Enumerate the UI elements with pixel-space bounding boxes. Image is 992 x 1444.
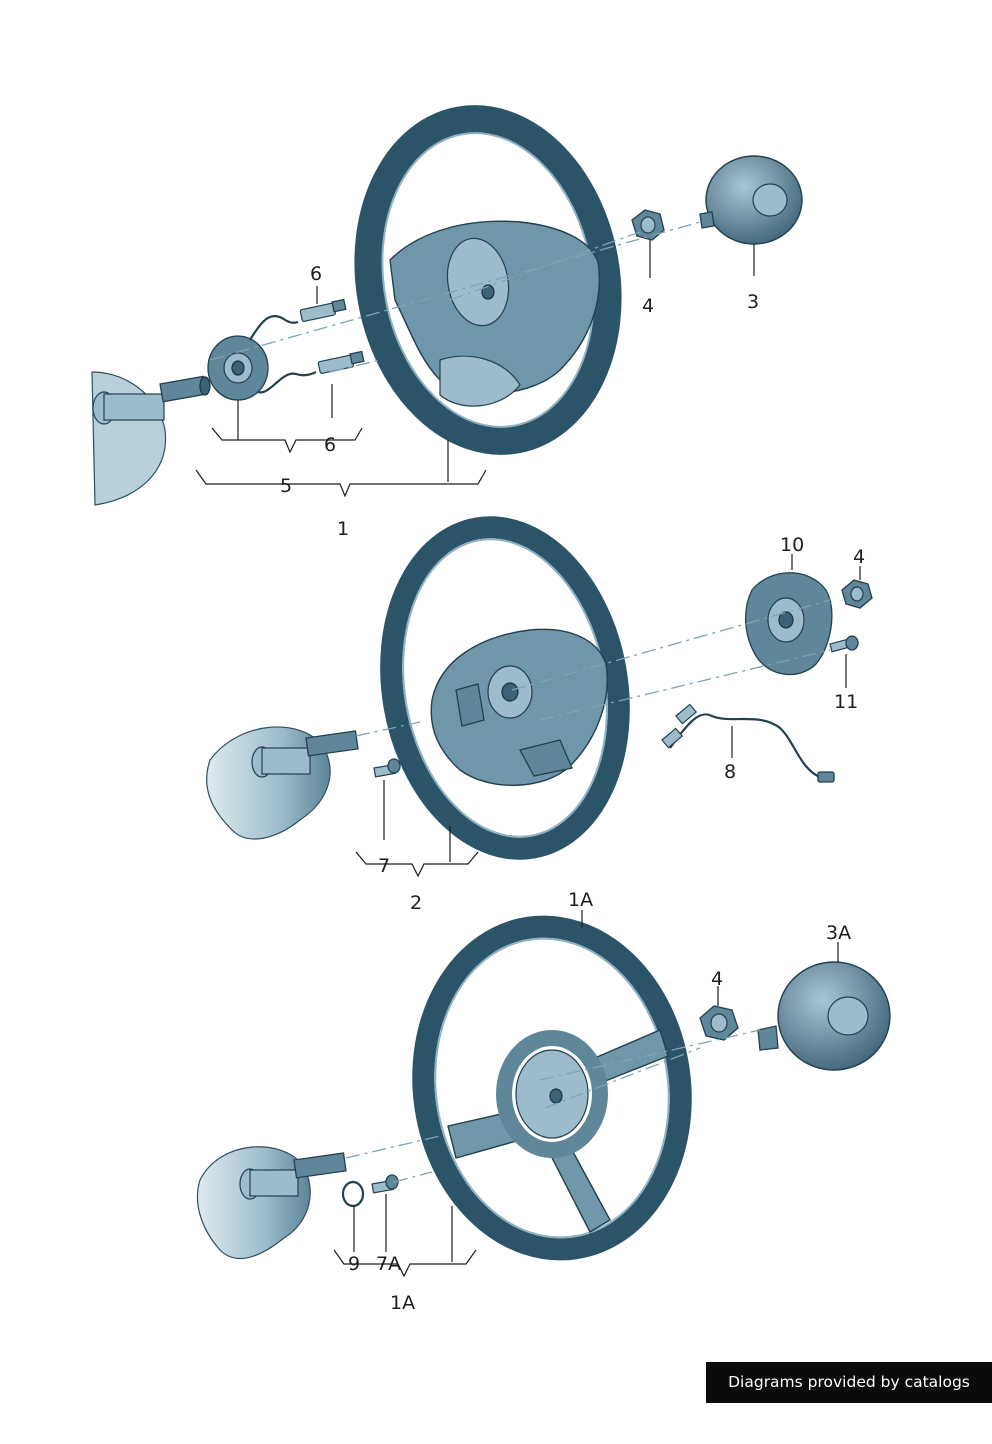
- callout-11: 11: [834, 691, 858, 713]
- bolt-11: [829, 635, 859, 653]
- bolt-7: [373, 758, 401, 778]
- wheel-1A-spoke-bottom: [546, 1149, 611, 1233]
- credit-banner: Diagrams provided by catalogs parts: [706, 1362, 992, 1432]
- column-housing-3: [196, 1146, 311, 1260]
- clock-spring: [207, 335, 269, 401]
- centerline-1b: [449, 231, 641, 301]
- callout-3: 3: [747, 291, 759, 313]
- connector-bottom: [317, 350, 365, 374]
- callout-6-bottom: 6: [324, 434, 336, 456]
- steering-wheel-2: [380, 516, 630, 860]
- wheel-1A-hub: [496, 1030, 608, 1158]
- centerline-2c: [539, 649, 831, 721]
- adapter-bracket: [744, 572, 833, 676]
- steering-shaft-2: [251, 730, 359, 778]
- callout-7A: 7A: [376, 1253, 401, 1275]
- steering-shaft: [92, 375, 211, 425]
- clock-spring-wire-top: [249, 314, 299, 341]
- steering-wheel-1: [354, 105, 622, 455]
- centerline-3d: [393, 1171, 433, 1183]
- connector-top: [299, 298, 347, 322]
- centerline-1c: [329, 359, 381, 373]
- ring-9: [341, 1180, 365, 1208]
- centerline-3a: [345, 1135, 441, 1159]
- callout-1A-top: 1A: [568, 889, 593, 911]
- callout-4-bottom: 4: [711, 968, 723, 990]
- callout-2: 2: [410, 892, 422, 914]
- assembly-1: 6 6 5 1 4 3: [91, 105, 803, 540]
- wiring-harness: [661, 703, 835, 783]
- callout-3A: 3A: [826, 922, 851, 944]
- callout-4-top: 4: [642, 295, 654, 317]
- centerline-3c: [544, 1047, 701, 1109]
- nut-2: [841, 579, 873, 609]
- callout-4-mid: 4: [853, 546, 865, 568]
- callout-8: 8: [724, 761, 736, 783]
- centerline-3b: [539, 1029, 761, 1081]
- centerline-2a: [355, 721, 421, 737]
- steering-wheel-1A: [412, 915, 692, 1261]
- nut-3: [699, 1005, 739, 1041]
- steering-wheel-exploded-diagram: 6 6 5 1 4 3: [91, 105, 891, 1314]
- callout-1A-bottom: 1A: [390, 1292, 415, 1314]
- assembly-2: 10 4 11 8 7 2: [206, 516, 873, 914]
- callout-7: 7: [378, 855, 390, 877]
- assembly-3: 1A 3A 4 9 7A 1A: [196, 889, 891, 1314]
- callout-9: 9: [348, 1253, 360, 1275]
- callout-10: 10: [780, 534, 804, 556]
- airbag-unit-3A: [757, 961, 891, 1071]
- clock-spring-wire-bottom: [257, 371, 317, 394]
- airbag-unit-1: [699, 155, 803, 245]
- centerline-1a: [209, 221, 701, 361]
- nut-1: [631, 209, 665, 241]
- callout-1: 1: [337, 518, 349, 540]
- bolt-7A: [371, 1174, 399, 1194]
- callout-6-top: 6: [310, 263, 322, 285]
- centerline-2b: [511, 599, 831, 691]
- steering-shaft-3: [239, 1152, 347, 1200]
- callout-5: 5: [280, 475, 292, 497]
